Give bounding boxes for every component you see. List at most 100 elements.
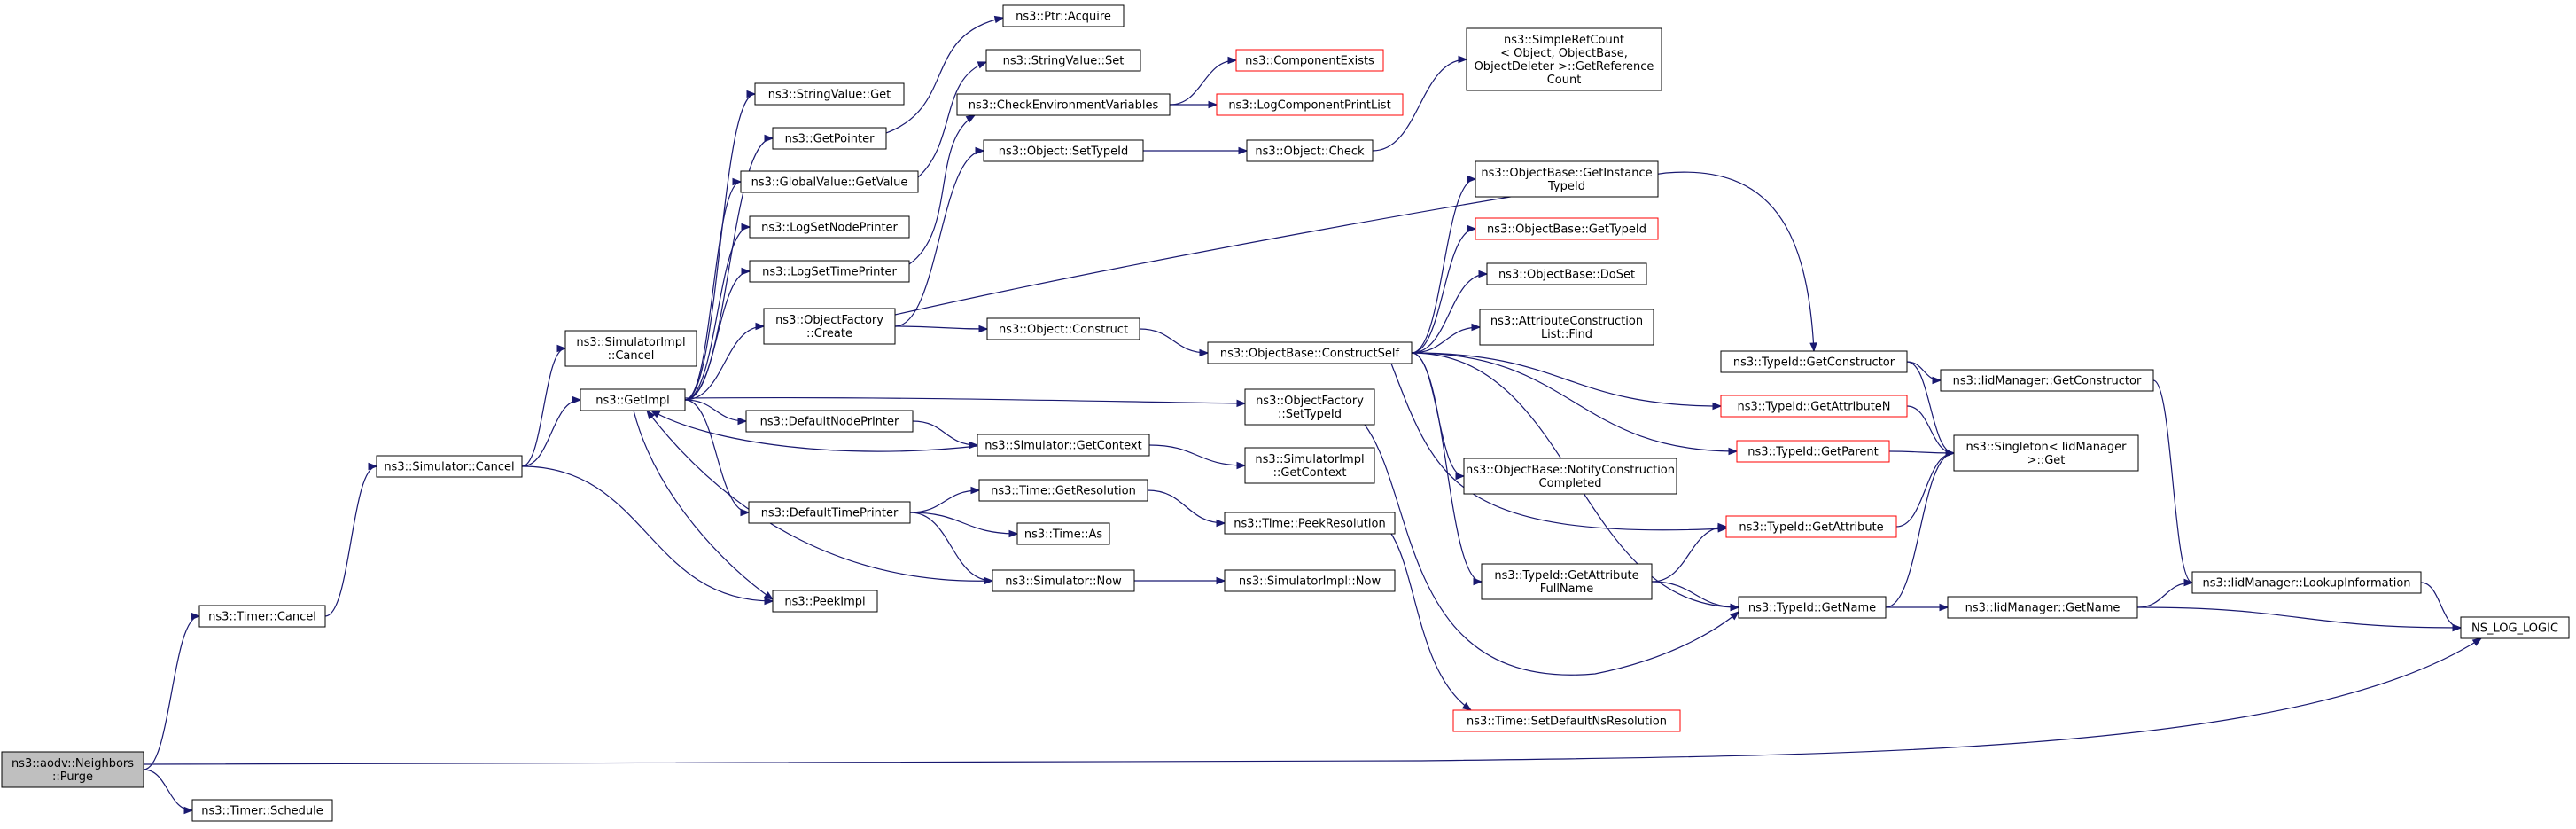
- node-getimpl[interactable]: ns3::GetImpl: [580, 388, 686, 411]
- arrowhead: [368, 462, 378, 471]
- node-stringvalue_set[interactable]: ns3::StringValue::Set: [985, 49, 1141, 72]
- node-objectbase_gettypeid[interactable]: ns3::ObjectBase::GetTypeId: [1475, 217, 1659, 240]
- call-edge-sim_getcontext-to-simimpl_getcontext: [1148, 444, 1247, 470]
- node-peekimpl[interactable]: ns3::PeekImpl: [772, 590, 878, 613]
- node-label-line: ns3::TypeId::GetAttributeN: [1737, 401, 1890, 414]
- arrowhead: [183, 806, 194, 815]
- edge-line: [1372, 59, 1467, 152]
- call-edge-defaulttimeprinter-to-time_as: [909, 512, 1019, 538]
- node-componentexists[interactable]: ns3::ComponentExists: [1235, 49, 1384, 72]
- node-getpointer[interactable]: ns3::GetPointer: [772, 127, 887, 150]
- node-box: [745, 410, 914, 433]
- node-singleton_get[interactable]: ns3::Singleton< IidManager>::Get: [1953, 434, 2139, 472]
- call-edge-logsettimeprinter-to-checkenv: [908, 114, 977, 265]
- node-time_setdefaultnsresolution[interactable]: ns3::Time::SetDefaultNsResolution: [1452, 709, 1681, 732]
- call-edge-typeid_getname-to-iidmanager_getname: [1885, 603, 1950, 612]
- node-typeid_getattributen[interactable]: ns3::TypeId::GetAttributeN: [1720, 395, 1908, 418]
- node-typeid_getconstructor[interactable]: ns3::TypeId::GetConstructor: [1720, 350, 1908, 373]
- node-label-line: ns3::GetPointer: [785, 133, 875, 146]
- node-time_as[interactable]: ns3::Time::As: [1016, 522, 1110, 545]
- node-label-line: ns3::DefaultNodePrinter: [760, 416, 899, 429]
- arrowhead: [646, 409, 656, 420]
- node-label-line: TypeId: [1547, 180, 1585, 193]
- node-ns_log_logic[interactable]: NS_LOG_LOGIC: [2460, 616, 2570, 639]
- node-object_construct[interactable]: ns3::Object::Construct: [986, 317, 1140, 340]
- call-edge-checkenv-to-componentexists: [1169, 56, 1238, 106]
- node-checkenv[interactable]: ns3::CheckEnvironmentVariables: [956, 93, 1171, 116]
- call-edge-defaulttimeprinter-to-time_getresolution: [909, 486, 981, 513]
- node-purge[interactable]: ns3::aodv::Neighbors::Purge: [1, 751, 144, 788]
- node-defaulttimeprinter[interactable]: ns3::DefaultTimePrinter: [748, 501, 911, 524]
- node-simimpl_cancel[interactable]: ns3::SimulatorImpl::Cancel: [564, 330, 697, 367]
- node-label-line: ns3::TypeId::GetName: [1748, 602, 1876, 615]
- call-edge-iidmanager_getname-to-iidmanager_lookupinformation: [2136, 578, 2194, 608]
- node-objectbase_constructself[interactable]: ns3::ObjectBase::ConstructSelf: [1207, 341, 1413, 364]
- node-box: [1216, 93, 1404, 116]
- node-time_peekresolution[interactable]: ns3::Time::PeekResolution: [1224, 512, 1396, 535]
- node-globalvalue_getvalue[interactable]: ns3::GlobalValue::GetValue: [740, 170, 919, 193]
- node-objectbase_notifyconstruction[interactable]: ns3::ObjectBase::NotifyConstructionCompl…: [1463, 458, 1677, 495]
- edge-line: [1411, 273, 1488, 354]
- node-sim_getcontext[interactable]: ns3::Simulator::GetContext: [977, 434, 1150, 457]
- node-time_getresolution[interactable]: ns3::Time::GetResolution: [978, 479, 1148, 502]
- arrowhead: [572, 395, 582, 404]
- node-typeid_getname[interactable]: ns3::TypeId::GetName: [1738, 596, 1887, 619]
- call-edge-objectbase_constructself-to-objectbase_gettypeid: [1411, 224, 1477, 354]
- node-objectbase_doset[interactable]: ns3::ObjectBase::DoSet: [1486, 262, 1647, 285]
- node-box: [1452, 709, 1681, 732]
- node-iidmanager_lookupinformation[interactable]: ns3::IidManager::LookupInformation: [2191, 571, 2422, 594]
- node-iidmanager_getname[interactable]: ns3::IidManager::GetName: [1947, 596, 2138, 619]
- edge-line: [684, 270, 751, 401]
- node-sim_cancel[interactable]: ns3::Simulator::Cancel: [376, 455, 523, 478]
- arrowhead: [975, 146, 985, 155]
- node-box: [978, 479, 1148, 502]
- node-object_settypeid[interactable]: ns3::Object::SetTypeId: [983, 139, 1144, 162]
- node-timer_schedule[interactable]: ns3::Timer::Schedule: [191, 799, 333, 822]
- node-typeid_getattribute[interactable]: ns3::TypeId::GetAttribute: [1725, 515, 1897, 538]
- node-iidmanager_getconstructor[interactable]: ns3::IidManager::GetConstructor: [1940, 369, 2154, 392]
- call-edge-sim_cancel-to-peekimpl: [521, 465, 774, 606]
- call-edge-objectbase_constructself-to-objectbase_doset: [1411, 270, 1489, 354]
- node-ptr_acquire[interactable]: ns3::Ptr::Acquire: [1002, 4, 1125, 27]
- arrowhead: [732, 177, 743, 186]
- node-logsetnodeprinter[interactable]: ns3::LogSetNodePrinter: [749, 215, 910, 239]
- node-logcomponentprintlist[interactable]: ns3::LogComponentPrintList: [1216, 93, 1404, 116]
- edge-line: [633, 410, 774, 600]
- call-edge-purge-to-timer_schedule: [143, 769, 194, 815]
- node-simplerefcount[interactable]: ns3::SimpleRefCount< Object, ObjectBase,…: [1466, 27, 1662, 91]
- node-sim_now[interactable]: ns3::Simulator::Now: [992, 569, 1135, 592]
- node-label-line: ns3::GetImpl: [595, 395, 670, 408]
- node-box: [1466, 27, 1662, 91]
- node-label-line: ns3::Simulator::GetContext: [984, 440, 1141, 453]
- node-box: [1246, 139, 1374, 162]
- node-stringvalue_get[interactable]: ns3::StringValue::Get: [754, 82, 905, 106]
- node-defaultnodeprinter[interactable]: ns3::DefaultNodePrinter: [745, 410, 914, 433]
- node-box: [1481, 563, 1653, 600]
- node-box: [1244, 388, 1375, 426]
- call-edge-checkenv-to-logcomponentprintlist: [1170, 100, 1218, 109]
- node-objectfactory_create[interactable]: ns3::ObjectFactory::Create: [763, 308, 896, 345]
- node-simimpl_now[interactable]: ns3::SimulatorImpl::Now: [1224, 569, 1396, 592]
- node-simimpl_getcontext[interactable]: ns3::SimulatorImpl::GetContext: [1244, 447, 1375, 484]
- node-timer_cancel[interactable]: ns3::Timer::Cancel: [198, 605, 326, 628]
- node-label-line: < Object, ObjectBase,: [1500, 47, 1628, 60]
- node-box: [1479, 309, 1654, 346]
- arrowhead: [978, 325, 989, 333]
- call-edge-object_settypeid-to-object_check: [1143, 146, 1249, 155]
- node-box: [772, 127, 887, 150]
- node-label-line: ns3::TypeId::GetConstructor: [1733, 356, 1895, 370]
- edge-line: [894, 325, 988, 330]
- call-edge-object_construct-to-objectbase_constructself: [1139, 328, 1210, 357]
- node-label-line: ::GetContext: [1273, 466, 1347, 480]
- node-object_check[interactable]: ns3::Object::Check: [1246, 139, 1374, 162]
- node-logsettimeprinter[interactable]: ns3::LogSetTimePrinter: [749, 260, 910, 283]
- node-objectfactory_settypeid[interactable]: ns3::ObjectFactory::SetTypeId: [1244, 388, 1375, 426]
- call-edge-sim_now-to-simimpl_now: [1134, 576, 1226, 585]
- arrowhead: [1730, 603, 1740, 612]
- node-box: [992, 569, 1135, 592]
- node-typeid_getparent[interactable]: ns3::TypeId::GetParent: [1736, 440, 1890, 463]
- node-label-line: ::SetTypeId: [1278, 408, 1342, 421]
